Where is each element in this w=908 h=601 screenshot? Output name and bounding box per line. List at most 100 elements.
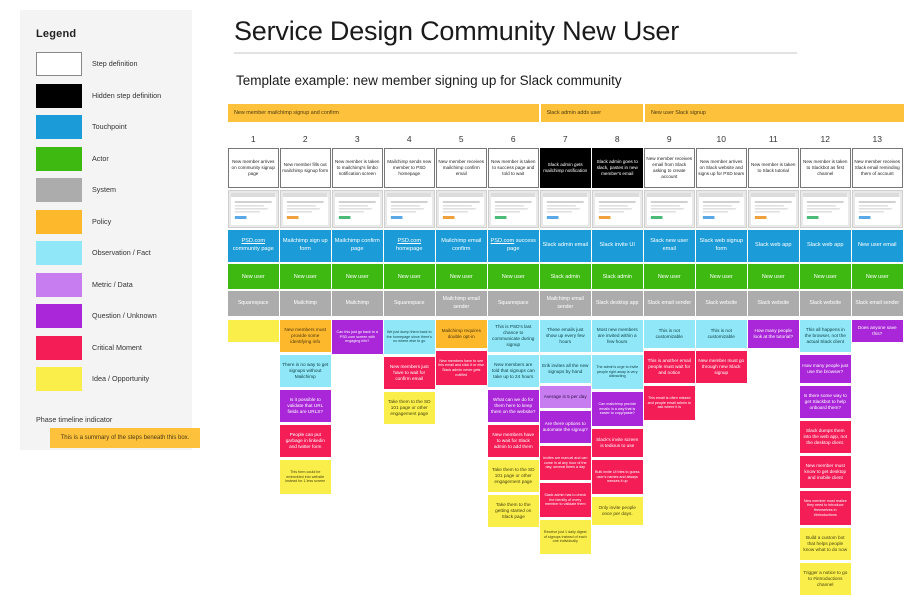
- note-question[interactable]: How many people look at the tutorial?: [748, 320, 799, 348]
- hidden-step-definition: Slack admin gets mailchimp notification: [540, 148, 591, 188]
- note-observation[interactable]: New members are told that signups can ta…: [488, 355, 539, 387]
- note-question[interactable]: How many people just use the browser?: [800, 355, 851, 383]
- note-observation[interactable]: This is not customizable: [696, 320, 747, 348]
- screenshot-thumbnail[interactable]: [384, 190, 435, 228]
- note-question[interactable]: Can mailchimp provide emails in a way th…: [592, 392, 643, 426]
- sticky-note-column: Can this just go back to a PSD.com scree…: [332, 320, 383, 598]
- note-text: Can mailchimp provide emails in a way th…: [598, 402, 636, 416]
- system: Mailchimp: [280, 291, 331, 316]
- note-observation[interactable]: This is not customizable: [644, 320, 695, 348]
- note-idea[interactable]: Take them to the getting started on Slac…: [488, 495, 539, 527]
- note-critical[interactable]: New members have to wait for Slack admin…: [488, 425, 539, 457]
- note-observation[interactable]: These emails just show up every few hour…: [540, 320, 591, 352]
- step-definition-label: New member receives mailchimp confirm em…: [438, 158, 485, 177]
- legend-swatch: [36, 146, 82, 171]
- note-idea[interactable]: This form could be embedded into website…: [280, 460, 331, 494]
- note-observation[interactable]: This all happens in the browser, not the…: [800, 320, 851, 352]
- note-idea[interactable]: Build a custom bot that helps people kno…: [800, 528, 851, 560]
- touchpoint-label: Slack new user email: [650, 238, 689, 252]
- actor-label: New user: [501, 273, 525, 280]
- touchpoint: PSD.com homepage: [384, 230, 435, 262]
- note-question[interactable]: Can this just go back to a PSD.com scree…: [332, 320, 383, 354]
- note-critical[interactable]: Slack admin has to check the identity of…: [540, 483, 591, 517]
- note-observation[interactable]: The admin's urge to invite people right …: [592, 355, 643, 389]
- note-question[interactable]: Is it possible to validate that URL fiel…: [280, 390, 331, 422]
- screenshot-thumbnail[interactable]: [748, 190, 799, 228]
- system: Squarespace: [228, 291, 279, 316]
- note-critical[interactable]: Invites are manual and can come in at an…: [540, 446, 591, 480]
- note-critical[interactable]: People can put garbage in linkedin and t…: [280, 425, 331, 457]
- actor-label: New user: [813, 273, 837, 280]
- note-idea[interactable]: Only invite people once per days.: [592, 497, 643, 525]
- note-critical[interactable]: This email is often missed and people em…: [644, 386, 695, 420]
- screenshot-thumbnail[interactable]: [592, 190, 643, 228]
- step-definition-label: New member receives Slack email remindin…: [854, 158, 901, 177]
- legend-swatch: [36, 241, 82, 265]
- note-text: Average is 5 per day: [543, 394, 587, 400]
- system-label: Slack desktop app: [596, 299, 639, 306]
- note-observation[interactable]: We just dump them back to the homepage s…: [384, 320, 435, 354]
- actor: New user: [696, 264, 747, 289]
- note-question[interactable]: Are there options to automate the signup…: [540, 411, 591, 443]
- legend-item: Idea / Opportunity: [36, 367, 186, 399]
- phase-indicator-title: Phase timeline indicator: [36, 415, 113, 424]
- note-metric[interactable]: Average is 5 per day: [540, 386, 591, 408]
- note-policy[interactable]: New members must provide some identifyin…: [280, 320, 331, 352]
- note-critical[interactable]: Bulk invite UI tries to guess user's nam…: [592, 460, 643, 494]
- legend-swatch: [36, 115, 82, 139]
- step-definition-label: New member is taken to Slack tutorial: [751, 161, 796, 173]
- note-critical[interactable]: Slack's invite screen is tedious to use: [592, 429, 643, 457]
- system: Slack website: [748, 291, 799, 316]
- note-observation[interactable]: Most new members are invited within a fe…: [592, 320, 643, 352]
- note-idea[interactable]: Take them to the SD 101 page or other en…: [488, 460, 539, 492]
- touchpoint: Slack new user email: [644, 230, 695, 262]
- screenshot-thumbnail[interactable]: [540, 190, 591, 228]
- screenshot-thumbnail[interactable]: [644, 190, 695, 228]
- note-question[interactable]: Is there some way to get Slackbot to hel…: [800, 386, 851, 418]
- slackbot-channel-thumbnail: [803, 193, 848, 225]
- note-idea[interactable]: [228, 320, 279, 342]
- note-question[interactable]: What can we do for them here to keep the…: [488, 390, 539, 422]
- actor-label: New user: [241, 273, 265, 280]
- note-observation[interactable]: There is no way to get signups without M…: [280, 355, 331, 387]
- note-observation[interactable]: This is PSD's last chance to communicate…: [488, 320, 539, 352]
- screenshot-thumbnail[interactable]: [332, 190, 383, 228]
- legend-item-label: Step definition: [92, 59, 138, 68]
- note-idea[interactable]: Take them to the SD 101 page or other en…: [384, 392, 435, 424]
- screenshot-thumbnail[interactable]: [280, 190, 331, 228]
- step-definition: New member arrives on Slack website and …: [696, 148, 747, 188]
- note-critical[interactable]: Slack dumps them into the web app, not t…: [800, 421, 851, 453]
- note-text: Trigger a notice to go to #introductions…: [803, 570, 848, 587]
- note-critical[interactable]: New member must go through new Slack sig…: [696, 351, 747, 383]
- sticky-note-column: This is PSD's last chance to communicate…: [488, 320, 539, 598]
- touchpoint-label: New user email: [857, 242, 897, 249]
- step-definition-label: New member arrives on community signup p…: [231, 158, 275, 177]
- note-policy[interactable]: Mailchimp requires double opt-in: [436, 320, 487, 348]
- note-critical[interactable]: New member must know to get desktop and …: [800, 456, 851, 488]
- note-critical[interactable]: New members have to see this email and c…: [436, 351, 487, 385]
- screenshot-thumbnail[interactable]: [800, 190, 851, 228]
- screenshot-thumbnail[interactable]: [696, 190, 747, 228]
- note-critical[interactable]: This is another email people must wait f…: [644, 351, 695, 383]
- actor: New user: [436, 264, 487, 289]
- note-idea[interactable]: Trigger a notice to go to #introductions…: [800, 563, 851, 595]
- screenshot-thumbnail[interactable]: [488, 190, 539, 228]
- column-number: 10: [716, 134, 726, 144]
- note-critical[interactable]: New members just have to wait for confir…: [384, 357, 435, 389]
- note-critical[interactable]: New member must realize they need to int…: [800, 491, 851, 525]
- system: Mailchimp: [332, 291, 383, 316]
- screenshot-thumbnail[interactable]: [852, 190, 903, 228]
- screenshot-thumbnail[interactable]: [436, 190, 487, 228]
- screenshot-thumbnail[interactable]: [228, 190, 279, 228]
- step-definition-label: New member fills out mailchimp signup fo…: [282, 161, 329, 173]
- note-idea[interactable]: Receive just 1 daily digest of signups i…: [540, 520, 591, 554]
- column-number: 3: [354, 134, 360, 144]
- note-observation[interactable]: Erik invites all the new signups by hand: [540, 355, 591, 383]
- system: Squarespace: [384, 291, 435, 316]
- note-question[interactable]: Does anyone save this?: [852, 320, 903, 342]
- actor: New user: [852, 264, 903, 289]
- system-label: Slack website: [809, 299, 842, 306]
- note-text: Can this just go back to a PSD.com scree…: [336, 330, 378, 344]
- note-text: This is PSD's last chance to communicate…: [492, 324, 535, 347]
